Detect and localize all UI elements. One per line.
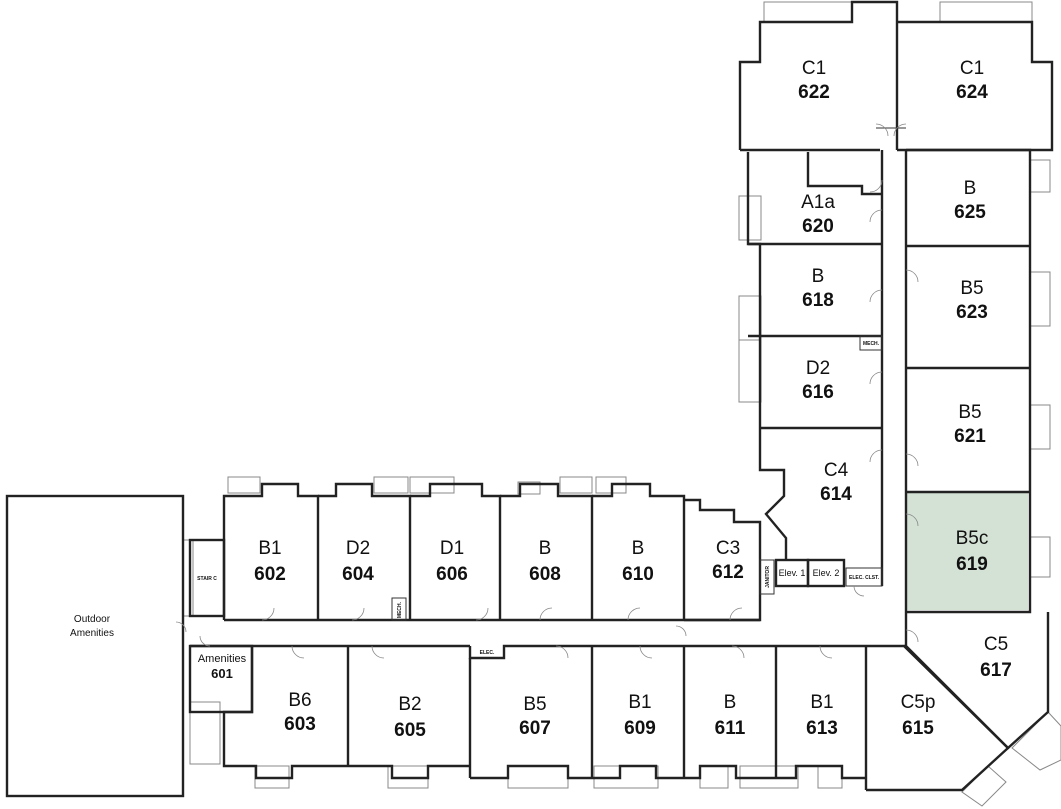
unit-615-number: 615 bbox=[902, 718, 934, 739]
amenities-label: Amenities bbox=[198, 653, 247, 665]
elec-label: ELEC. bbox=[480, 650, 495, 656]
amenities-number: 601 bbox=[211, 666, 233, 681]
unit-613-number: 613 bbox=[806, 718, 838, 739]
unit-614-number: 614 bbox=[820, 484, 852, 505]
unit-605-type: B2 bbox=[398, 694, 421, 715]
unit-610-number: 610 bbox=[622, 564, 654, 585]
unit-labels: C1 622 C1 624 A1a 620 B 625 B 618 B5 623… bbox=[254, 58, 1012, 741]
unit-619-highlight bbox=[906, 492, 1028, 610]
unit-606-number: 606 bbox=[436, 564, 468, 585]
unit-620-number: 620 bbox=[802, 216, 834, 237]
janitor-label: JANITOR bbox=[765, 566, 771, 588]
unit-620-type: A1a bbox=[801, 192, 835, 213]
unit-613-type: B1 bbox=[810, 692, 833, 713]
facility-labels: Outdoor Amenities Amenities 601 Elev. 1 … bbox=[70, 341, 880, 681]
unit-618-number: 618 bbox=[802, 290, 834, 311]
elevator-2-label: Elev. 2 bbox=[813, 568, 840, 578]
unit-619-number: 619 bbox=[956, 554, 988, 575]
unit-617-number: 617 bbox=[980, 660, 1012, 681]
stair-label: STAIR C bbox=[197, 576, 217, 582]
unit-611-number: 611 bbox=[715, 718, 746, 739]
unit-622-number: 622 bbox=[798, 82, 830, 103]
unit-604-type: D2 bbox=[346, 538, 370, 559]
unit-625-number: 625 bbox=[954, 202, 986, 223]
unit-619-type: B5c bbox=[956, 528, 989, 549]
unit-623-number: 623 bbox=[956, 302, 988, 323]
unit-607-number: 607 bbox=[519, 718, 551, 739]
balconies bbox=[182, 1, 1061, 807]
unit-625-type: B bbox=[964, 178, 977, 199]
unit-608-type: B bbox=[539, 538, 552, 559]
unit-624-number: 624 bbox=[956, 82, 988, 103]
unit-609-number: 609 bbox=[624, 718, 656, 739]
unit-609-type: B1 bbox=[628, 692, 651, 713]
unit-605-number: 605 bbox=[394, 720, 426, 741]
outdoor-amenities-label-line2: Amenities bbox=[70, 628, 114, 639]
unit-612-type: C3 bbox=[716, 538, 740, 559]
unit-606-type: D1 bbox=[440, 538, 464, 559]
unit-623-type: B5 bbox=[960, 278, 983, 299]
elevator-1-label: Elev. 1 bbox=[779, 568, 806, 578]
unit-617-type: C5 bbox=[984, 634, 1008, 655]
unit-611-type: B bbox=[724, 692, 737, 713]
unit-604-number: 604 bbox=[342, 564, 374, 585]
unit-616-type: D2 bbox=[806, 358, 830, 379]
unit-602-number: 602 bbox=[254, 564, 286, 585]
outdoor-amenities-label-line1: Outdoor bbox=[74, 614, 111, 625]
mech-small-label: MECH. bbox=[397, 601, 403, 618]
unit-621-number: 621 bbox=[954, 426, 986, 447]
unit-610-type: B bbox=[632, 538, 645, 559]
unit-615-type: C5p bbox=[901, 692, 936, 713]
unit-607-type: B5 bbox=[523, 694, 546, 715]
unit-621-type: B5 bbox=[958, 402, 981, 423]
unit-616-number: 616 bbox=[802, 382, 834, 403]
unit-618-type: B bbox=[812, 266, 825, 287]
mech-label: MECH. bbox=[863, 341, 880, 347]
unit-622-type: C1 bbox=[802, 58, 826, 79]
doors bbox=[175, 123, 919, 659]
unit-602-type: B1 bbox=[258, 538, 281, 559]
unit-614-type: C4 bbox=[824, 460, 849, 481]
unit-608-number: 608 bbox=[529, 564, 561, 585]
walls bbox=[5, 0, 1054, 798]
unit-612-number: 612 bbox=[712, 562, 744, 583]
unit-624-type: C1 bbox=[960, 58, 984, 79]
unit-603-type: B6 bbox=[288, 690, 311, 711]
unit-603-number: 603 bbox=[284, 714, 316, 735]
elec-closet-label: ELEC. CLST. bbox=[849, 575, 880, 581]
